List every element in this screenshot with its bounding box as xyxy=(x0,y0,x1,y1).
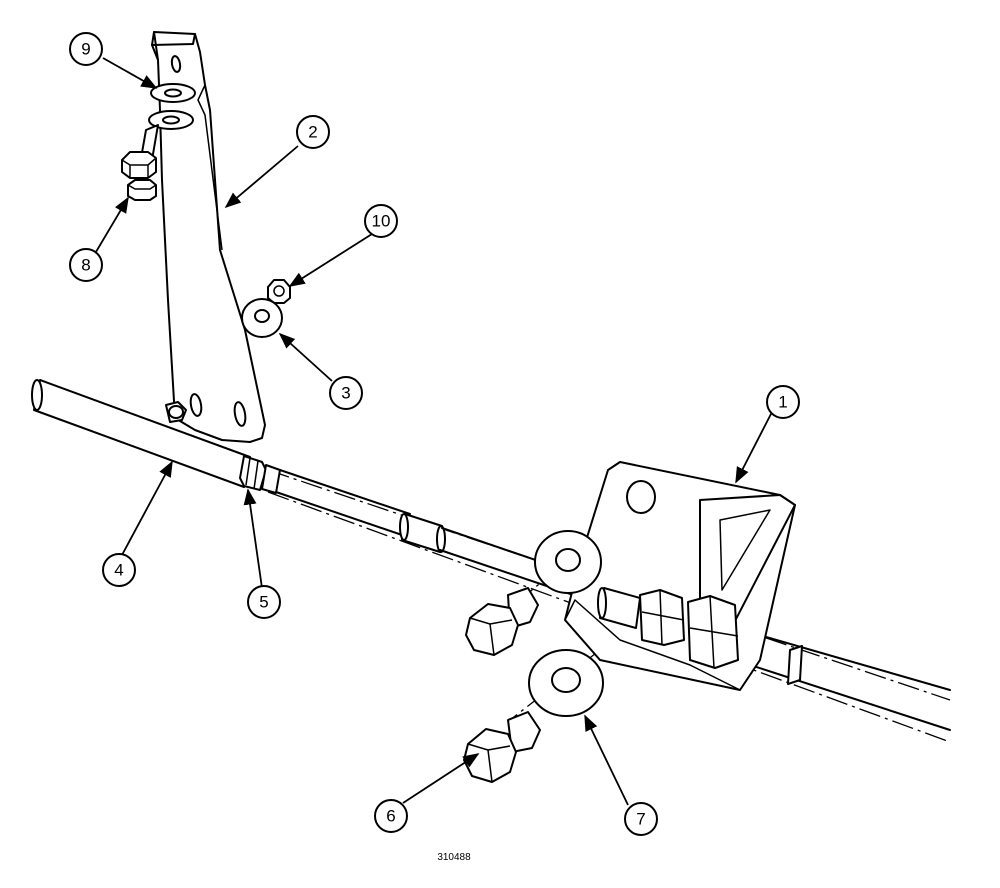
callout-8: 8 xyxy=(69,248,103,282)
cable-wire xyxy=(275,469,951,731)
svg-text:10: 10 xyxy=(372,212,391,231)
svg-text:4: 4 xyxy=(114,561,123,580)
callout-5: 5 xyxy=(247,585,281,619)
cable-centerline xyxy=(159,123,951,743)
callout-1: 1 xyxy=(766,385,800,419)
svg-text:1: 1 xyxy=(778,393,787,412)
callout-3: 3 xyxy=(329,376,363,410)
callout-7: 7 xyxy=(624,802,658,836)
figure-number: 310488 xyxy=(437,852,471,863)
svg-text:9: 9 xyxy=(81,40,90,59)
callout-10: 10 xyxy=(364,204,398,238)
lower-bracket xyxy=(564,461,796,691)
callout-2: 2 xyxy=(296,115,330,149)
washer-stack-9 xyxy=(148,83,196,130)
nut-10 xyxy=(267,279,291,304)
callout-4: 4 xyxy=(102,553,136,587)
washer-upper xyxy=(534,530,602,594)
svg-text:8: 8 xyxy=(81,256,90,275)
svg-text:5: 5 xyxy=(259,593,268,612)
bolt-upper xyxy=(465,587,539,656)
callout-9: 9 xyxy=(69,32,103,66)
upper-bracket xyxy=(151,31,266,443)
housing-nut-5 xyxy=(239,455,281,494)
cable-end-fitting xyxy=(597,587,739,669)
svg-text:7: 7 xyxy=(636,810,645,829)
bolt-8 xyxy=(121,124,159,201)
svg-text:2: 2 xyxy=(308,123,317,142)
svg-text:3: 3 xyxy=(341,384,350,403)
bolt-6 xyxy=(463,711,541,783)
callout-6: 6 xyxy=(374,799,408,833)
washer-7 xyxy=(528,649,604,717)
svg-text:6: 6 xyxy=(386,807,395,826)
leader-lines xyxy=(89,57,773,806)
washer-3 xyxy=(241,298,283,338)
